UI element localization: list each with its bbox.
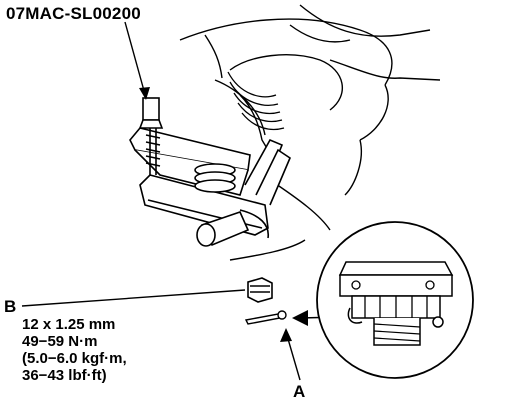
spec-size: 12 x 1.25 mm xyxy=(22,316,116,333)
callout-a-label: A xyxy=(293,382,306,401)
cotter-pin-a xyxy=(244,310,287,325)
callout-b-label: B xyxy=(4,297,17,316)
spec-torque-kgfm: (5.0−6.0 kgf·m, xyxy=(22,350,127,367)
tool-part-number-label: 07MAC-SL00200 xyxy=(6,4,141,23)
spec-torque-lbfft: 36−43 lbf·ft) xyxy=(22,367,107,384)
spec-torque-nm: 49−59 N·m xyxy=(22,333,98,350)
ball-joint-remover-tool xyxy=(129,97,291,247)
suspension-background xyxy=(179,4,441,261)
detail-view-circle xyxy=(316,221,474,379)
dust-boot xyxy=(227,71,285,131)
castle-nut-b xyxy=(247,277,273,303)
